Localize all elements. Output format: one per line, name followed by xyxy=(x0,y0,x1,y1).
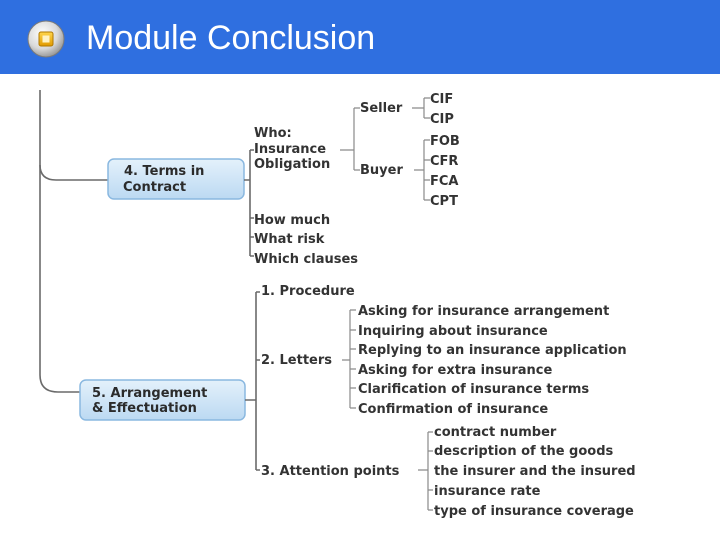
who-bracket xyxy=(340,107,360,171)
buyer-term-cfr: CFR xyxy=(430,154,458,169)
who-line3: Obligation xyxy=(254,157,330,172)
attention-item-5: type of insurance coverage xyxy=(434,504,634,519)
square-bullet-icon xyxy=(27,20,65,58)
letter-item-1: Asking for insurance arrangement xyxy=(358,304,609,319)
buyer-term-fca: FCA xyxy=(430,174,458,189)
letter-item-3: Replying to an insurance application xyxy=(358,343,627,358)
attention-item-1: contract number xyxy=(434,425,557,440)
procedure-label: 1. Procedure xyxy=(261,284,355,299)
page-title: Module Conclusion xyxy=(86,19,376,57)
attention-label: 3. Attention points xyxy=(261,464,400,479)
node-terms-box[interactable] xyxy=(107,158,245,200)
buyer-label: Buyer xyxy=(360,163,403,178)
trunk-line xyxy=(39,90,80,393)
buyer-term-cpt: CPT xyxy=(430,194,458,209)
seller-term-cip: CIP xyxy=(430,112,454,127)
letter-item-4: Asking for extra insurance xyxy=(358,363,552,378)
seller-label: Seller xyxy=(360,101,403,116)
extra-what-risk: What risk xyxy=(254,232,325,247)
seller-term-cif: CIF xyxy=(430,92,453,107)
letter-item-6: Confirmation of insurance xyxy=(358,402,548,417)
letters-label: 2. Letters xyxy=(261,353,332,368)
arrangement-bracket xyxy=(245,291,260,471)
seller-bracket xyxy=(412,97,430,119)
letters-bracket xyxy=(342,309,356,409)
attention-item-3: the insurer and the insured xyxy=(434,464,636,479)
node-terms-line2: Contract xyxy=(123,180,186,195)
node-arrangement-line2: & Effectuation xyxy=(92,401,197,416)
who-line2: Insurance xyxy=(254,142,326,157)
node-terms-line1: 4. Terms in xyxy=(124,164,204,179)
trunk-branch-terms xyxy=(39,164,108,181)
attention-item-4: insurance rate xyxy=(434,484,541,499)
buyer-bracket xyxy=(414,139,430,201)
attention-bracket xyxy=(418,431,433,511)
letter-item-2: Inquiring about insurance xyxy=(358,324,548,339)
node-arrangement-line1: 5. Arrangement xyxy=(92,386,207,401)
extra-how-much: How much xyxy=(254,213,330,228)
who-line1: Who: xyxy=(254,126,292,141)
buyer-term-fob: FOB xyxy=(430,134,460,149)
letter-item-5: Clarification of insurance terms xyxy=(358,382,589,397)
slide-header: Module Conclusion xyxy=(0,0,720,74)
terms-bracket xyxy=(244,149,254,257)
extra-which-clauses: Which clauses xyxy=(254,252,358,267)
attention-item-2: description of the goods xyxy=(434,444,614,459)
